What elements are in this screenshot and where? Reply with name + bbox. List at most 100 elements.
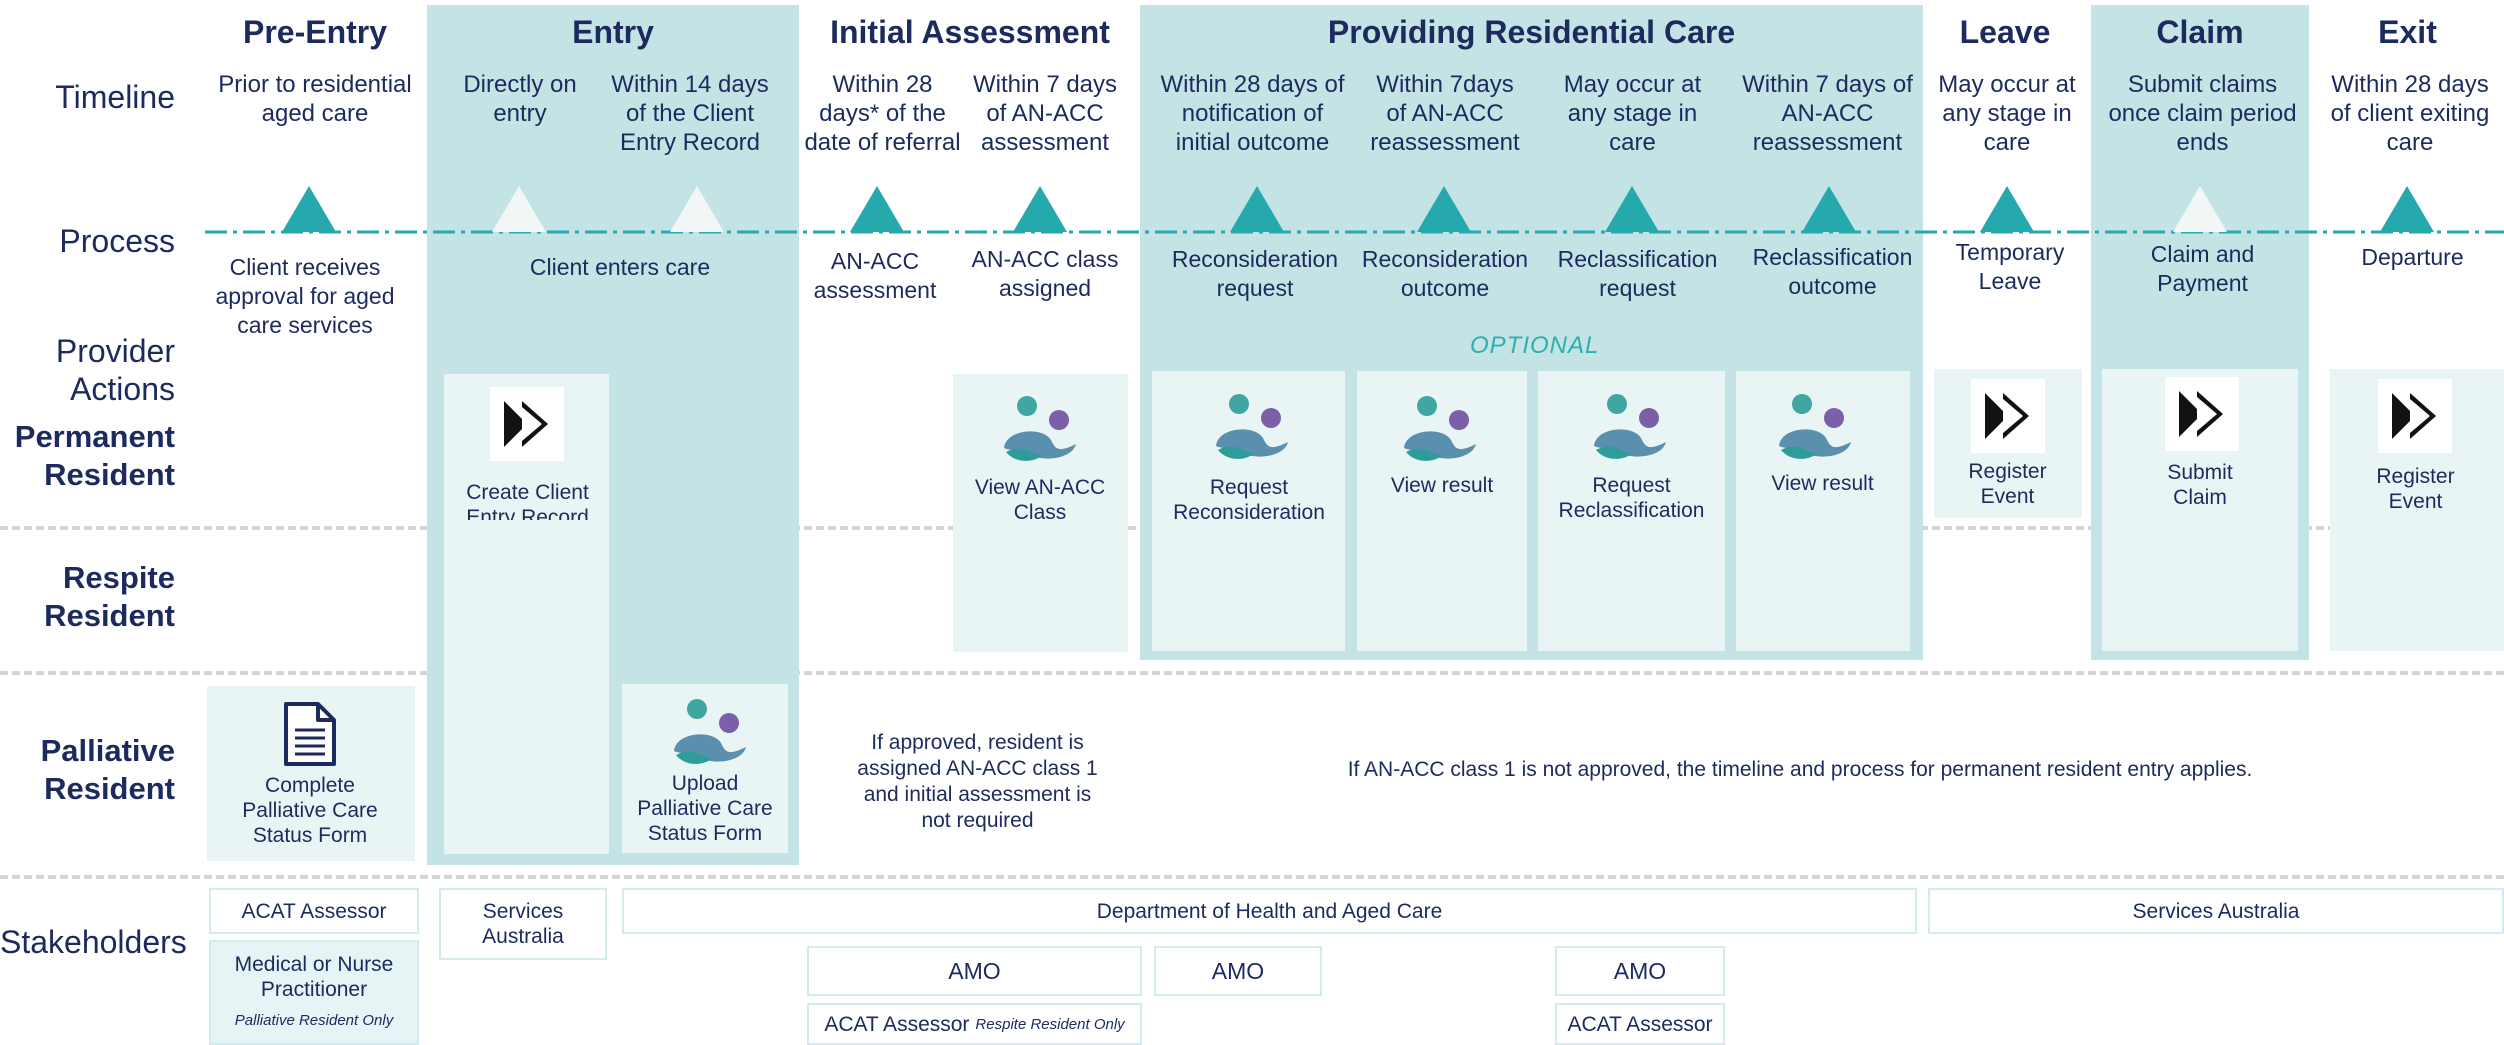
entry-panel-overlay-2 bbox=[444, 666, 609, 678]
process-marker-reconsideration bbox=[1230, 186, 1284, 232]
process-reconsideration-request: Reconsideration request bbox=[1171, 246, 1339, 301]
stakeholder-services-australia-claim-label: Services Australia bbox=[2132, 899, 2300, 923]
action-complete-palliative[interactable]: Complete Palliative Care Status Form bbox=[242, 774, 378, 847]
separator-palliative-stakeholders bbox=[0, 875, 2504, 879]
stakeholder-medical-nurse-label: Medical or Nurse Practitioner bbox=[234, 953, 394, 1001]
exit-panel-overlay bbox=[2330, 520, 2504, 532]
providing-panel-overlay-d bbox=[1736, 520, 1910, 532]
people-icon[interactable] bbox=[1400, 392, 1482, 464]
fast-forward-icon[interactable] bbox=[1971, 379, 2045, 453]
stakeholder-acat-assessor-label: ACAT Assessor bbox=[241, 899, 387, 923]
process-client-enters: Client enters care bbox=[529, 254, 711, 280]
process-line bbox=[205, 230, 2504, 234]
stakeholder-amo-1-label: AMO bbox=[948, 957, 1001, 984]
stakeholder-acat-assessor-2-label: ACAT Assessor bbox=[1567, 1012, 1713, 1036]
people-icon[interactable] bbox=[1000, 392, 1082, 464]
claim-panel-overlay bbox=[2102, 520, 2298, 532]
process-anacc-class: AN-ACC class assigned bbox=[971, 246, 1119, 301]
row-label-process: Process bbox=[59, 223, 175, 259]
phase-providing-care: Providing Residential Care bbox=[1327, 14, 1736, 50]
fast-forward-icon[interactable] bbox=[2165, 377, 2239, 451]
timeline-leave: May occur at any stage in care bbox=[1938, 71, 2076, 156]
stakeholder-acat-assessor-respite-label: ACAT Assessor bbox=[824, 1012, 970, 1036]
separator-respite-palliative bbox=[0, 671, 2504, 675]
panel-view-result-1 bbox=[1357, 371, 1527, 651]
people-icon[interactable] bbox=[670, 695, 752, 767]
stakeholder-amo-3: AMO bbox=[1555, 946, 1725, 996]
row-label-respite-1: Respite bbox=[63, 560, 175, 595]
process-marker-reclassification-outcome bbox=[1802, 186, 1856, 232]
stakeholder-amo-1: AMO bbox=[807, 946, 1142, 996]
process-claim-payment: Claim and Payment bbox=[2150, 241, 2255, 296]
note-palliative-not-approved: If AN-ACC class 1 is not approved, the t… bbox=[1347, 758, 2253, 781]
row-label-palliative-1: Palliative bbox=[40, 733, 175, 768]
stakeholder-services-australia-claim: Services Australia bbox=[1928, 888, 2504, 934]
timeline-entry-direct: Directly on entry bbox=[463, 71, 577, 127]
document-icon[interactable] bbox=[282, 700, 338, 768]
process-reconsideration-outcome: Reconsideration outcome bbox=[1361, 246, 1529, 301]
timeline-reclassification-outcome: Within 7 days of AN-ACC reassessment bbox=[1742, 71, 1913, 156]
row-label-timeline: Timeline bbox=[55, 79, 175, 115]
timeline-entry-14days: Within 14 days of the Client Entry Recor… bbox=[611, 71, 769, 156]
process-client-approval: Client receives approval for aged care s… bbox=[215, 254, 395, 338]
panel-request-reconsideration bbox=[1152, 371, 1345, 651]
providing-panel-overlay-a bbox=[1152, 520, 1345, 532]
stakeholder-amo-2-label: AMO bbox=[1211, 957, 1265, 984]
process-marker-reclassification bbox=[1605, 186, 1659, 232]
process-marker-claim bbox=[2173, 186, 2227, 232]
phase-pre-entry: Pre-Entry bbox=[242, 14, 388, 50]
process-marker-entry-1 bbox=[492, 186, 546, 232]
stakeholder-acat-assessor-2: ACAT Assessor bbox=[1555, 1003, 1725, 1045]
timeline-exit: Within 28 days of client exiting care bbox=[2330, 71, 2490, 156]
stakeholder-acat-assessor: ACAT Assessor bbox=[209, 888, 419, 934]
process-anacc-assessment: AN-ACC assessment bbox=[813, 248, 937, 303]
fast-forward-icon[interactable] bbox=[2378, 379, 2452, 453]
stakeholder-amo-3-label: AMO bbox=[1613, 957, 1667, 984]
stakeholder-department-label: Department of Health and Aged Care bbox=[1096, 899, 1443, 923]
stakeholder-palliative-only-label: Palliative Resident Only bbox=[234, 1012, 394, 1029]
stakeholder-medical-nurse: Medical or Nurse Practitioner Palliative… bbox=[209, 940, 419, 1045]
process-temporary-leave: Temporary Leave bbox=[1955, 239, 2065, 294]
action-request-reclassification[interactable]: Request Reclassification bbox=[1558, 474, 1705, 522]
action-register-event-leave[interactable]: Register Event bbox=[1968, 460, 2047, 508]
stakeholder-department: Department of Health and Aged Care bbox=[622, 888, 1917, 934]
fast-forward-icon[interactable] bbox=[490, 387, 564, 461]
panel-request-reclassification bbox=[1538, 371, 1725, 651]
timeline-class-7days: Within 7 days of AN-ACC assessment bbox=[972, 71, 1118, 156]
action-upload-palliative[interactable]: Upload Palliative Care Status Form bbox=[637, 772, 773, 845]
stakeholder-acat-assessor-respite: ACAT Assessor Respite Resident Only bbox=[807, 1003, 1142, 1045]
row-label-provider-actions-1: Provider bbox=[55, 333, 175, 369]
process-reclassification-request: Reclassification request bbox=[1557, 246, 1718, 301]
row-label-respite-2: Resident bbox=[44, 598, 175, 633]
row-label-palliative-2: Resident bbox=[44, 771, 175, 806]
optional-label: OPTIONAL bbox=[1470, 332, 1600, 359]
providing-panel-overlay-c bbox=[1538, 520, 1725, 532]
action-view-result-2[interactable]: View result bbox=[1771, 472, 1874, 495]
people-icon[interactable] bbox=[1212, 390, 1294, 462]
action-register-event-exit[interactable]: Register Event bbox=[2376, 465, 2455, 513]
timeline-claim: Submit claims once claim period ends bbox=[2108, 71, 2297, 156]
process-marker-entry-2 bbox=[670, 186, 724, 232]
process-marker-exit bbox=[2380, 186, 2434, 232]
stakeholder-services-australia-entry-label: Services Australia bbox=[482, 900, 564, 948]
action-view-result-1[interactable]: View result bbox=[1390, 474, 1494, 497]
process-marker-reconsideration-outcome bbox=[1417, 186, 1471, 232]
class-panel-overlay bbox=[953, 520, 1128, 532]
providing-panel-overlay-b bbox=[1357, 520, 1527, 532]
process-reclassification-outcome: Reclassification outcome bbox=[1752, 244, 1913, 299]
stakeholder-services-australia-entry: Services Australia bbox=[439, 888, 607, 960]
process-marker-leave bbox=[1980, 186, 2034, 232]
people-icon[interactable] bbox=[1775, 390, 1857, 462]
process-marker-pre-entry bbox=[282, 186, 336, 232]
row-label-stakeholders: Stakeholders bbox=[0, 924, 187, 960]
phase-entry: Entry bbox=[572, 14, 654, 50]
stakeholder-respite-only-label: Respite Resident Only bbox=[975, 1015, 1125, 1033]
action-request-reconsideration[interactable]: Request Reconsideration bbox=[1173, 476, 1325, 524]
people-icon[interactable] bbox=[1590, 390, 1672, 462]
timeline-pre-entry: Prior to residential aged care bbox=[218, 71, 412, 127]
phase-leave: Leave bbox=[1959, 14, 2051, 50]
timeline-reclassification: May occur at any stage in care bbox=[1563, 71, 1702, 156]
action-submit-claim[interactable]: Submit Claim bbox=[2167, 461, 2233, 509]
phase-initial-assessment: Initial Assessment bbox=[830, 14, 1110, 50]
action-view-anacc-class[interactable]: View AN-ACC Class bbox=[974, 476, 1106, 524]
